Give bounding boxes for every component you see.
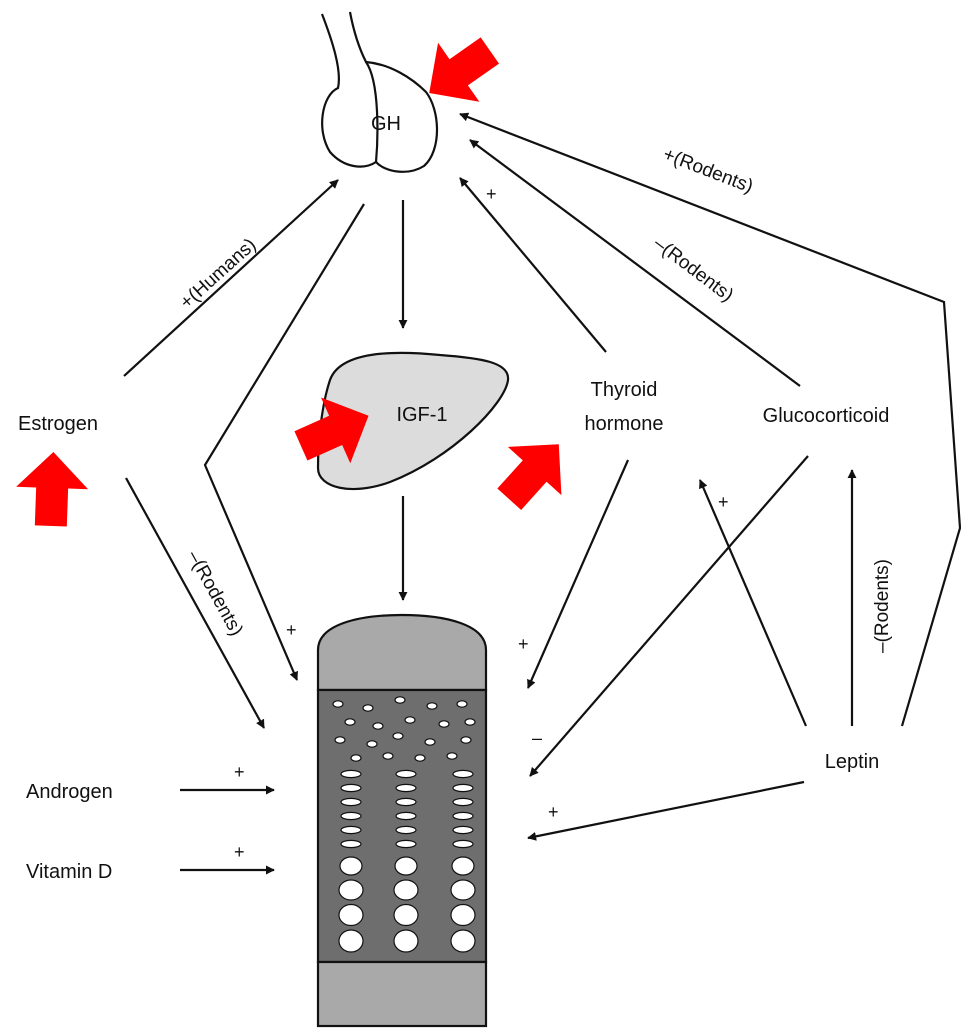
- vitamin-d-label: Vitamin D: [26, 861, 112, 883]
- proliferative-cell: [453, 826, 473, 833]
- leptin-to-plate-arrow: [528, 782, 804, 838]
- thyroid-label-line1: Thyroid: [591, 379, 658, 401]
- resting-cell: [405, 717, 415, 723]
- resting-cell: [363, 705, 373, 711]
- hypertrophic-cell: [451, 905, 475, 926]
- hypertrophic-cell: [339, 905, 363, 926]
- resting-cell: [457, 701, 467, 707]
- estrogen-to-gh-label: +(Humans): [176, 234, 260, 313]
- proliferative-cell: [453, 798, 473, 805]
- proliferative-cell: [341, 770, 361, 777]
- proliferative-cell: [396, 812, 416, 819]
- highlight-arrows: [15, 21, 586, 527]
- hypertrophic-cell: [395, 857, 417, 875]
- resting-cell: [427, 703, 437, 709]
- resting-cell: [395, 697, 405, 703]
- resting-cell: [415, 755, 425, 761]
- estrogen-to-plate-label: –(Rodents): [183, 547, 247, 639]
- resting-cell: [335, 737, 345, 743]
- resting-cell: [461, 737, 471, 743]
- androgen-sign: +: [234, 762, 245, 782]
- proliferative-cell: [341, 784, 361, 791]
- leptin-label: Leptin: [825, 751, 880, 773]
- hypertrophic-cell: [340, 857, 362, 875]
- glucocorticoid-label: Glucocorticoid: [763, 405, 890, 427]
- gh-label: GH: [371, 113, 401, 135]
- proliferative-cell: [453, 812, 473, 819]
- thyroid-to-plate-sign: +: [518, 634, 529, 654]
- proliferative-cell: [341, 826, 361, 833]
- resting-cell: [425, 739, 435, 745]
- androgen-label: Androgen: [26, 781, 113, 803]
- proliferative-cell: [396, 770, 416, 777]
- proliferative-cell: [396, 840, 416, 847]
- proliferative-cell: [453, 784, 473, 791]
- leptin-to-gh-label: +(Rodents): [660, 144, 756, 197]
- vitamin-d-sign: +: [234, 842, 245, 862]
- glucocorticoid-to-plate-arrow: [530, 456, 808, 776]
- leptin-to-plate-sign: +: [548, 802, 559, 822]
- hypertrophic-cell: [394, 930, 418, 952]
- estrogen-to-gh-arrow: [124, 180, 338, 376]
- resting-cell: [465, 719, 475, 725]
- proliferative-cell: [453, 840, 473, 847]
- resting-cell: [447, 753, 457, 759]
- pituitary-gland: GH: [322, 12, 437, 172]
- proliferative-cell: [396, 784, 416, 791]
- proliferative-cell: [453, 770, 473, 777]
- proliferative-cell: [341, 812, 361, 819]
- leptin-to-thyroid-arrow: [700, 480, 806, 726]
- growth-plate: [318, 615, 486, 1026]
- hypertrophic-cell: [394, 880, 418, 900]
- proliferative-cell: [341, 798, 361, 805]
- highlight-arrow-estrogen: [15, 451, 90, 527]
- resting-cell: [383, 753, 393, 759]
- resting-cell: [367, 741, 377, 747]
- hypertrophic-cell: [452, 857, 474, 875]
- igf1-label: IGF-1: [396, 404, 447, 426]
- hypertrophic-cell: [451, 930, 475, 952]
- glucocorticoid-to-plate-sign: –: [532, 728, 542, 748]
- hypertrophic-cell: [394, 905, 418, 926]
- thyroid-to-plate-arrow: [528, 460, 628, 688]
- proliferative-cell: [396, 826, 416, 833]
- estrogen-to-plate-arrow: [126, 478, 264, 728]
- resting-cell: [439, 721, 449, 727]
- proliferative-cell: [341, 840, 361, 847]
- glucocorticoid-to-gh-label: –(Rodents): [649, 233, 737, 306]
- gh-to-plate-sign: +: [286, 620, 297, 640]
- hypertrophic-cell: [339, 880, 363, 900]
- highlight-arrow-thyroid: [482, 420, 585, 523]
- thyroid-to-gh-sign: +: [486, 184, 497, 204]
- resting-cell: [351, 755, 361, 761]
- resting-cell: [333, 701, 343, 707]
- proliferative-cell: [396, 798, 416, 805]
- resting-cell: [393, 733, 403, 739]
- resting-cell: [345, 719, 355, 725]
- thyroid-to-gh-arrow: [460, 178, 606, 352]
- estrogen-label: Estrogen: [18, 413, 98, 435]
- resting-cell: [373, 723, 383, 729]
- hypertrophic-cell: [451, 880, 475, 900]
- thyroid-label-line2: hormone: [585, 413, 664, 435]
- leptin-to-glucocorticoid-label: –(Rodents): [872, 559, 893, 653]
- hypertrophic-cell: [339, 930, 363, 952]
- leptin-to-thyroid-sign: +: [718, 492, 729, 512]
